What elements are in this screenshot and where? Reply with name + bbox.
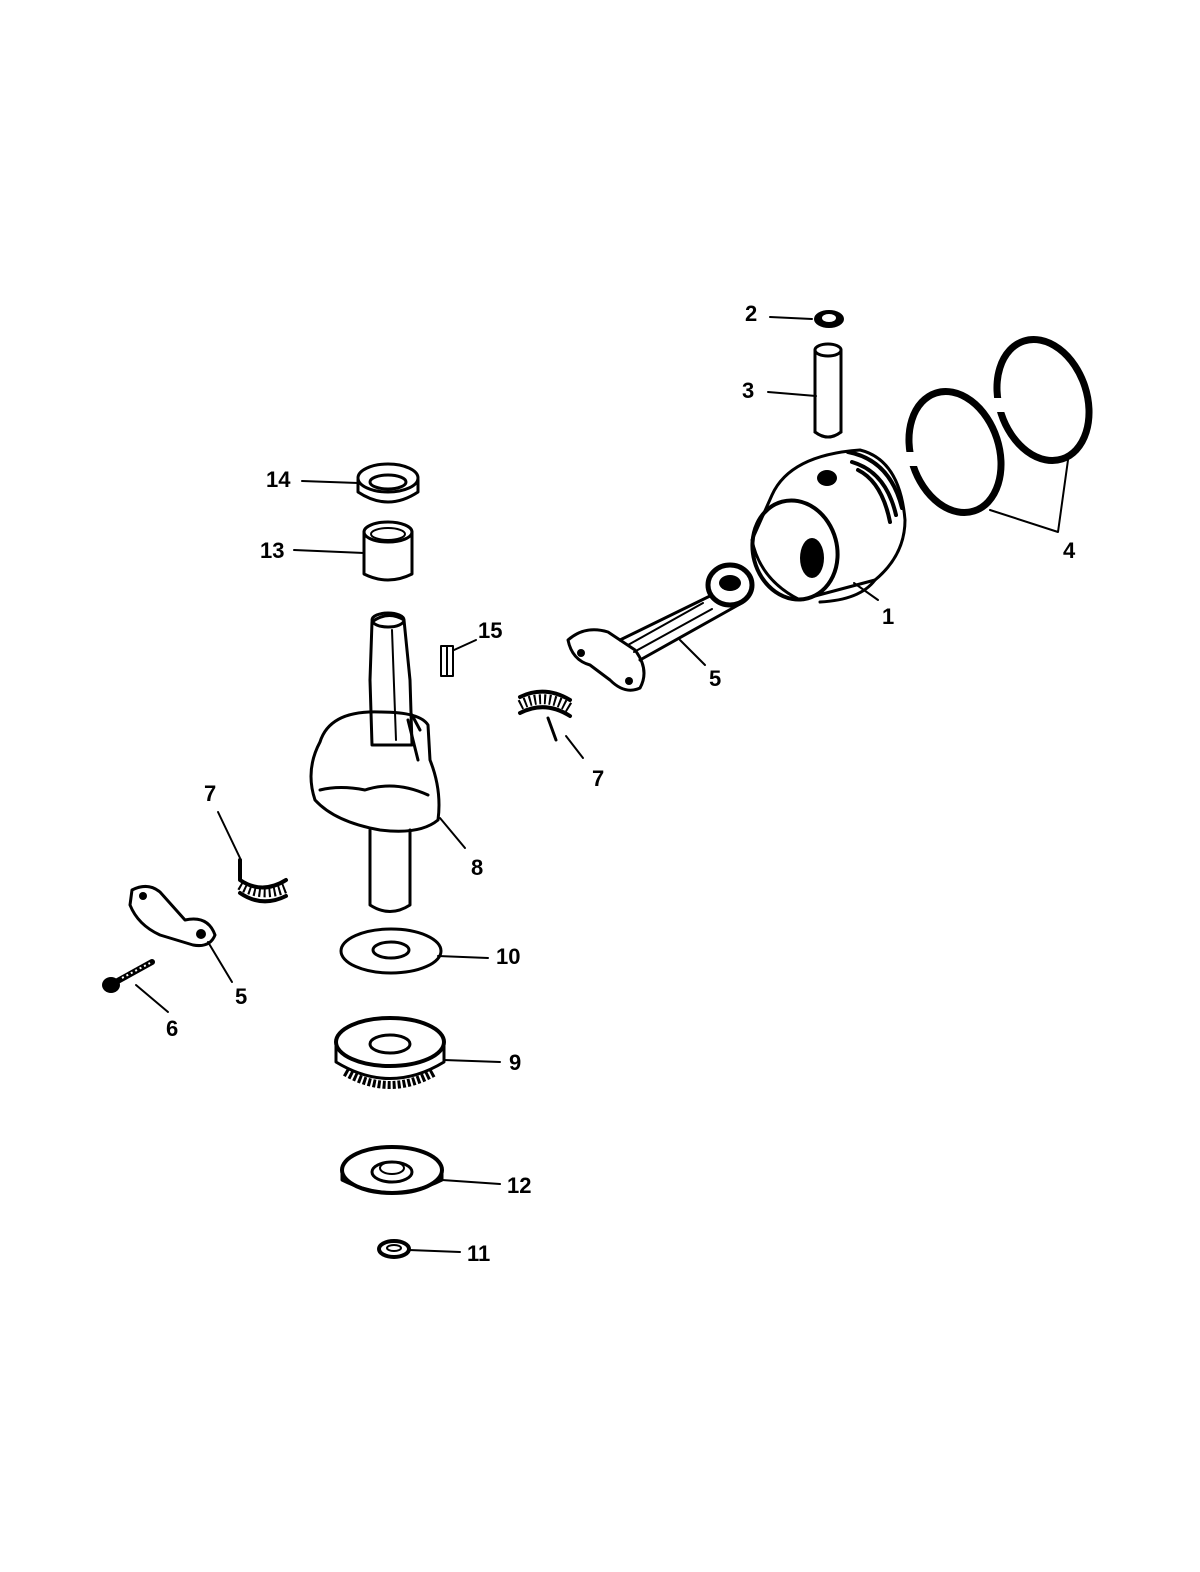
key-15 <box>440 645 454 677</box>
piston-pin-retainer <box>814 310 844 328</box>
leader-lines <box>135 316 1069 1253</box>
callout-piston: 1 <box>882 604 894 629</box>
crankshaft <box>309 611 441 913</box>
piston-rings <box>905 335 1093 517</box>
piston-pin <box>813 342 843 439</box>
washer-10 <box>339 927 443 975</box>
callout-seal-14: 14 <box>266 467 291 492</box>
washer-11 <box>377 1239 411 1259</box>
callout-needle-bearing-upper: 7 <box>592 766 604 791</box>
needle-bearing-lower <box>237 858 288 904</box>
callout-key-15: 15 <box>478 618 502 643</box>
rod-screw <box>102 959 155 993</box>
callout-labels: 1 2 3 4 5 5 6 7 7 8 9 10 11 12 13 14 15 <box>166 301 1076 1266</box>
needle-bearing-upper <box>517 689 573 742</box>
callout-connecting-rod: 5 <box>709 666 721 691</box>
callout-crankshaft: 8 <box>471 855 483 880</box>
callout-washer-11: 11 <box>467 1241 490 1266</box>
bushing-13 <box>362 520 414 582</box>
connecting-rod <box>566 562 755 692</box>
callout-washer-10: 10 <box>496 944 520 969</box>
callout-piston-pin-retainer: 2 <box>745 301 757 326</box>
callout-rod-cap: 5 <box>235 984 247 1009</box>
piston <box>750 448 907 604</box>
callout-piston-pin: 3 <box>742 378 754 403</box>
callout-rod-screw: 6 <box>166 1016 178 1041</box>
rod-cap <box>128 885 217 947</box>
callout-seal-12: 12 <box>507 1173 531 1198</box>
callout-bearing-9: 9 <box>509 1050 521 1075</box>
callout-needle-bearing-lower: 7 <box>204 781 216 806</box>
seal-14 <box>356 462 420 504</box>
callout-piston-rings: 4 <box>1063 538 1076 563</box>
seal-12 <box>340 1145 444 1195</box>
callout-bushing-13: 13 <box>260 538 284 563</box>
bearing-9 <box>334 1016 446 1089</box>
